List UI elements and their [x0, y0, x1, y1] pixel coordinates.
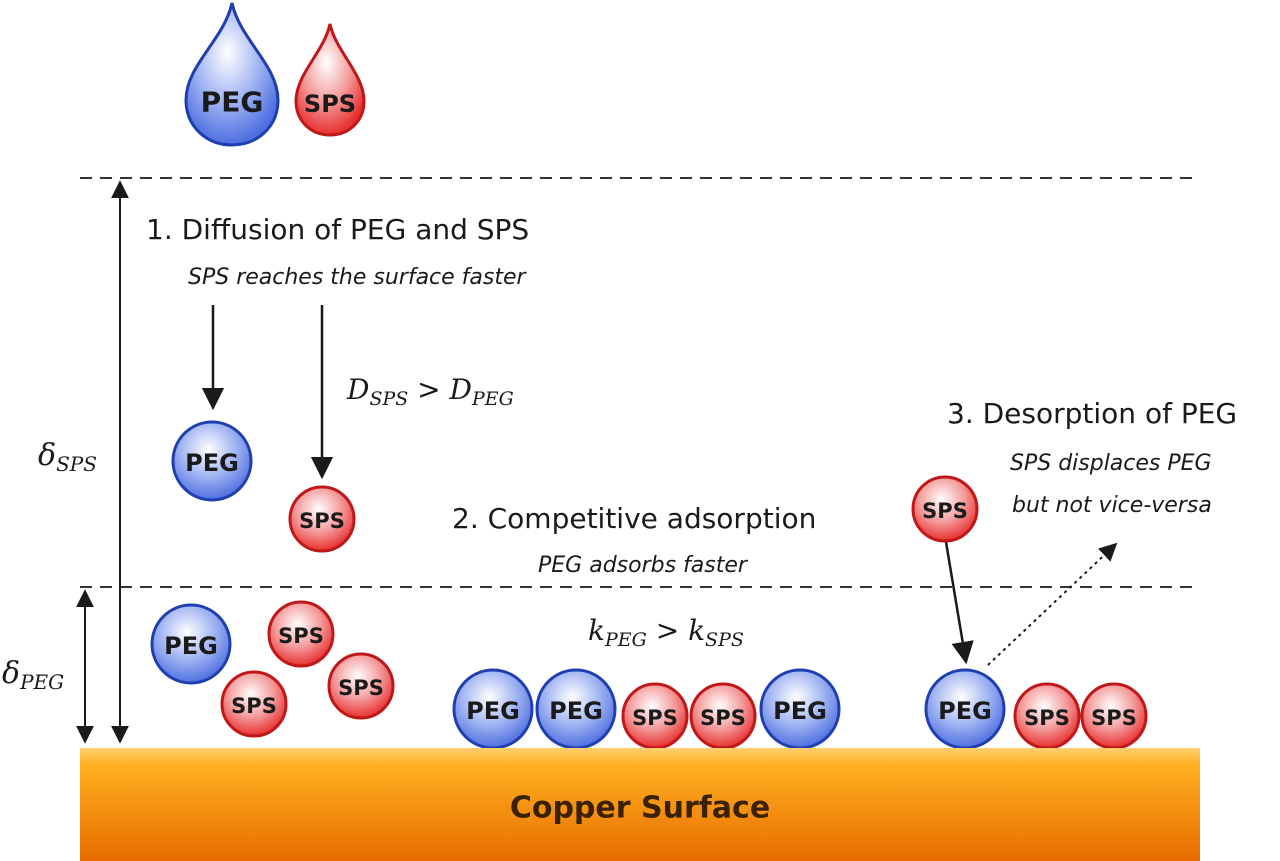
svg-text:PEG: PEG — [549, 697, 603, 725]
svg-text:PEG: PEG — [466, 697, 520, 725]
sps-molecule: SPS — [288, 485, 356, 553]
peg-molecule: PEG — [171, 420, 253, 502]
peg-molecule: PEG — [759, 668, 841, 750]
step2-title: 2. Competitive adsorption — [452, 502, 816, 535]
delta-peg-label: δPEG — [2, 656, 64, 694]
step1-subtitle: SPS reaches the surface faster — [188, 265, 528, 290]
peg-molecule: PEG — [535, 668, 617, 750]
step2-subtitle: PEG adsorbs faster — [538, 553, 749, 578]
peg-droplet-label: PEG — [201, 86, 264, 119]
step3-subtitle-line1: SPS displaces PEG — [1010, 451, 1212, 476]
svg-text:SPS: SPS — [700, 706, 746, 730]
step3-title: 3. Desorption of PEG — [947, 397, 1237, 430]
sps-molecule: SPS — [621, 682, 689, 750]
svg-text:SPS: SPS — [338, 676, 384, 700]
svg-text:SPS: SPS — [1024, 706, 1070, 730]
sps-molecule: SPS — [327, 652, 395, 720]
svg-text:PEG: PEG — [773, 697, 827, 725]
sps-droplet: SPS — [294, 23, 366, 137]
svg-text:SPS: SPS — [299, 509, 345, 533]
svg-text:SPS: SPS — [922, 499, 968, 523]
copper-surface: Copper Surface — [80, 748, 1200, 861]
peg-droplet: PEG — [184, 2, 280, 147]
peg-molecule: PEG — [452, 668, 534, 750]
sps-molecule: SPS — [1080, 682, 1148, 750]
copper-surface-label: Copper Surface — [510, 791, 770, 826]
delta-sps-label: δSPS — [38, 438, 97, 476]
sps-molecule: SPS — [911, 475, 979, 543]
peg-molecule: PEG — [924, 668, 1006, 750]
sps-molecule: SPS — [1013, 682, 1081, 750]
step3-subtitle-line2: but not vice-versa — [1012, 493, 1212, 518]
sps-displacement-arrow — [944, 541, 974, 665]
step1-relation: DSPS > DPEG — [346, 373, 514, 410]
sps-droplet-label: SPS — [304, 90, 356, 118]
svg-text:SPS: SPS — [231, 694, 277, 718]
step2-relation: kPEG > kSPS — [588, 614, 744, 651]
svg-text:PEG: PEG — [938, 697, 992, 725]
sps-molecule: SPS — [689, 682, 757, 750]
svg-text:SPS: SPS — [1091, 706, 1137, 730]
sps-molecule: SPS — [220, 670, 288, 738]
sps-molecule: SPS — [267, 600, 335, 668]
step1-title: 1. Diffusion of PEG and SPS — [146, 213, 529, 246]
peg-molecule: PEG — [150, 603, 232, 685]
svg-text:PEG: PEG — [164, 632, 218, 660]
peg-desorption-arrow — [987, 542, 1118, 666]
svg-text:SPS: SPS — [278, 624, 324, 648]
svg-text:SPS: SPS — [632, 706, 678, 730]
svg-text:PEG: PEG — [185, 449, 239, 477]
